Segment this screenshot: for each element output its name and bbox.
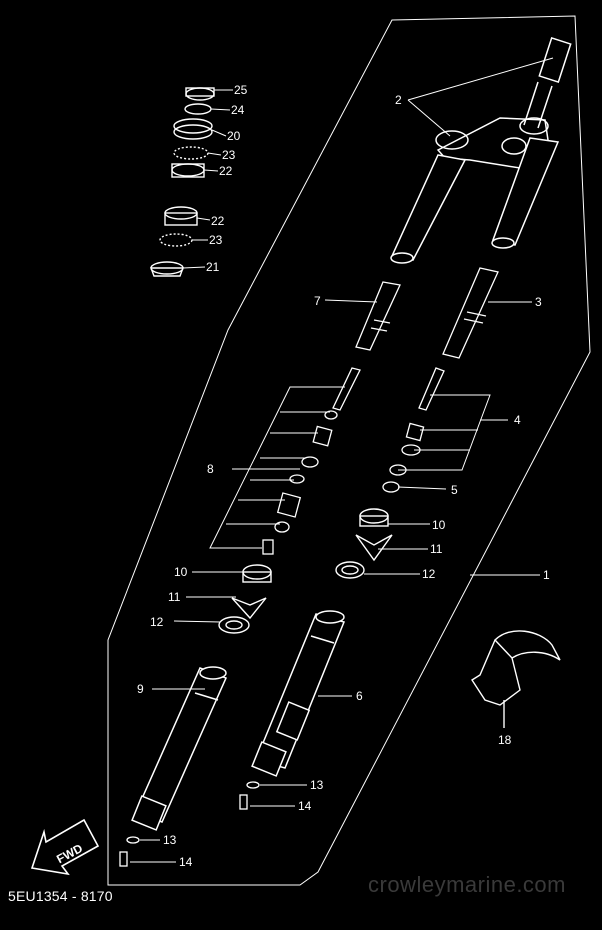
callout-14a: 14	[298, 799, 312, 813]
assembly-outline	[107, 15, 591, 886]
outer-tube-6	[251, 610, 346, 777]
inner-tube-left	[390, 154, 467, 264]
ball-race-23b	[159, 233, 193, 247]
steering-bearing-group	[149, 87, 215, 277]
diagram-code: 5EU1354 - 8170	[8, 888, 113, 904]
callout-22a: 22	[219, 164, 233, 178]
callout-18: 18	[498, 733, 512, 747]
callout-4: 4	[514, 413, 521, 427]
callout-10a: 10	[432, 518, 446, 532]
leaders-damper	[209, 386, 508, 549]
washer-24	[184, 103, 212, 115]
callout-13b: 13	[163, 833, 177, 847]
leaders-seal-left	[173, 571, 244, 623]
cover-20-top	[173, 118, 213, 134]
callout-5: 5	[451, 483, 458, 497]
callout-25: 25	[234, 83, 248, 97]
callout-23a: 23	[222, 148, 236, 162]
outer-tube-9	[131, 666, 228, 831]
callout-13a: 13	[310, 778, 324, 792]
watermark-text: crowleymarine.com	[368, 872, 566, 897]
cover-20	[173, 124, 213, 140]
bolts-left	[119, 836, 140, 867]
callout-14b: 14	[179, 855, 193, 869]
bolts-right	[239, 781, 260, 810]
callout-12a: 12	[422, 567, 436, 581]
ring-nut-25-body	[185, 87, 215, 97]
leaders-bolts-left	[130, 839, 176, 863]
spring-7	[355, 281, 401, 351]
callout-8: 8	[207, 462, 214, 476]
leaders-2	[407, 57, 554, 137]
callout-20: 20	[227, 129, 241, 143]
spring-3	[442, 267, 499, 359]
callout-3: 3	[535, 295, 542, 309]
callout-9: 9	[137, 682, 144, 696]
callout-10b: 10	[174, 565, 188, 579]
inner-tube-right	[491, 137, 560, 249]
oil-seal-set-left	[218, 564, 272, 634]
ball-race-22a	[171, 163, 205, 177]
leaders-bearing	[182, 89, 233, 269]
leaders-bolts-right	[250, 784, 307, 807]
leaders-outer	[152, 688, 352, 697]
callout-24: 24	[231, 103, 245, 117]
callout-11b: 11	[168, 590, 181, 604]
ring-nut-25	[185, 87, 215, 101]
callout-11a: 11	[430, 542, 443, 556]
ball-race-23a	[173, 146, 209, 160]
callout-6: 6	[356, 689, 363, 703]
leaders-seal-right	[364, 523, 430, 575]
callout-2: 2	[395, 93, 402, 107]
callout-21: 21	[206, 260, 220, 274]
seal-21-body	[149, 267, 185, 277]
callout-23b: 23	[209, 233, 223, 247]
callout-22b: 22	[211, 214, 225, 228]
ball-race-22b-body	[164, 212, 198, 226]
leaders-spring	[324, 299, 532, 303]
damper-rod-kit-8	[262, 367, 361, 555]
forward-arrow-icon	[30, 818, 100, 876]
callout-12b: 12	[150, 615, 164, 629]
cover-18	[471, 630, 561, 728]
oil-seal-set-right	[335, 508, 393, 579]
callout-1: 1	[543, 568, 550, 582]
callout-7: 7	[314, 294, 321, 308]
